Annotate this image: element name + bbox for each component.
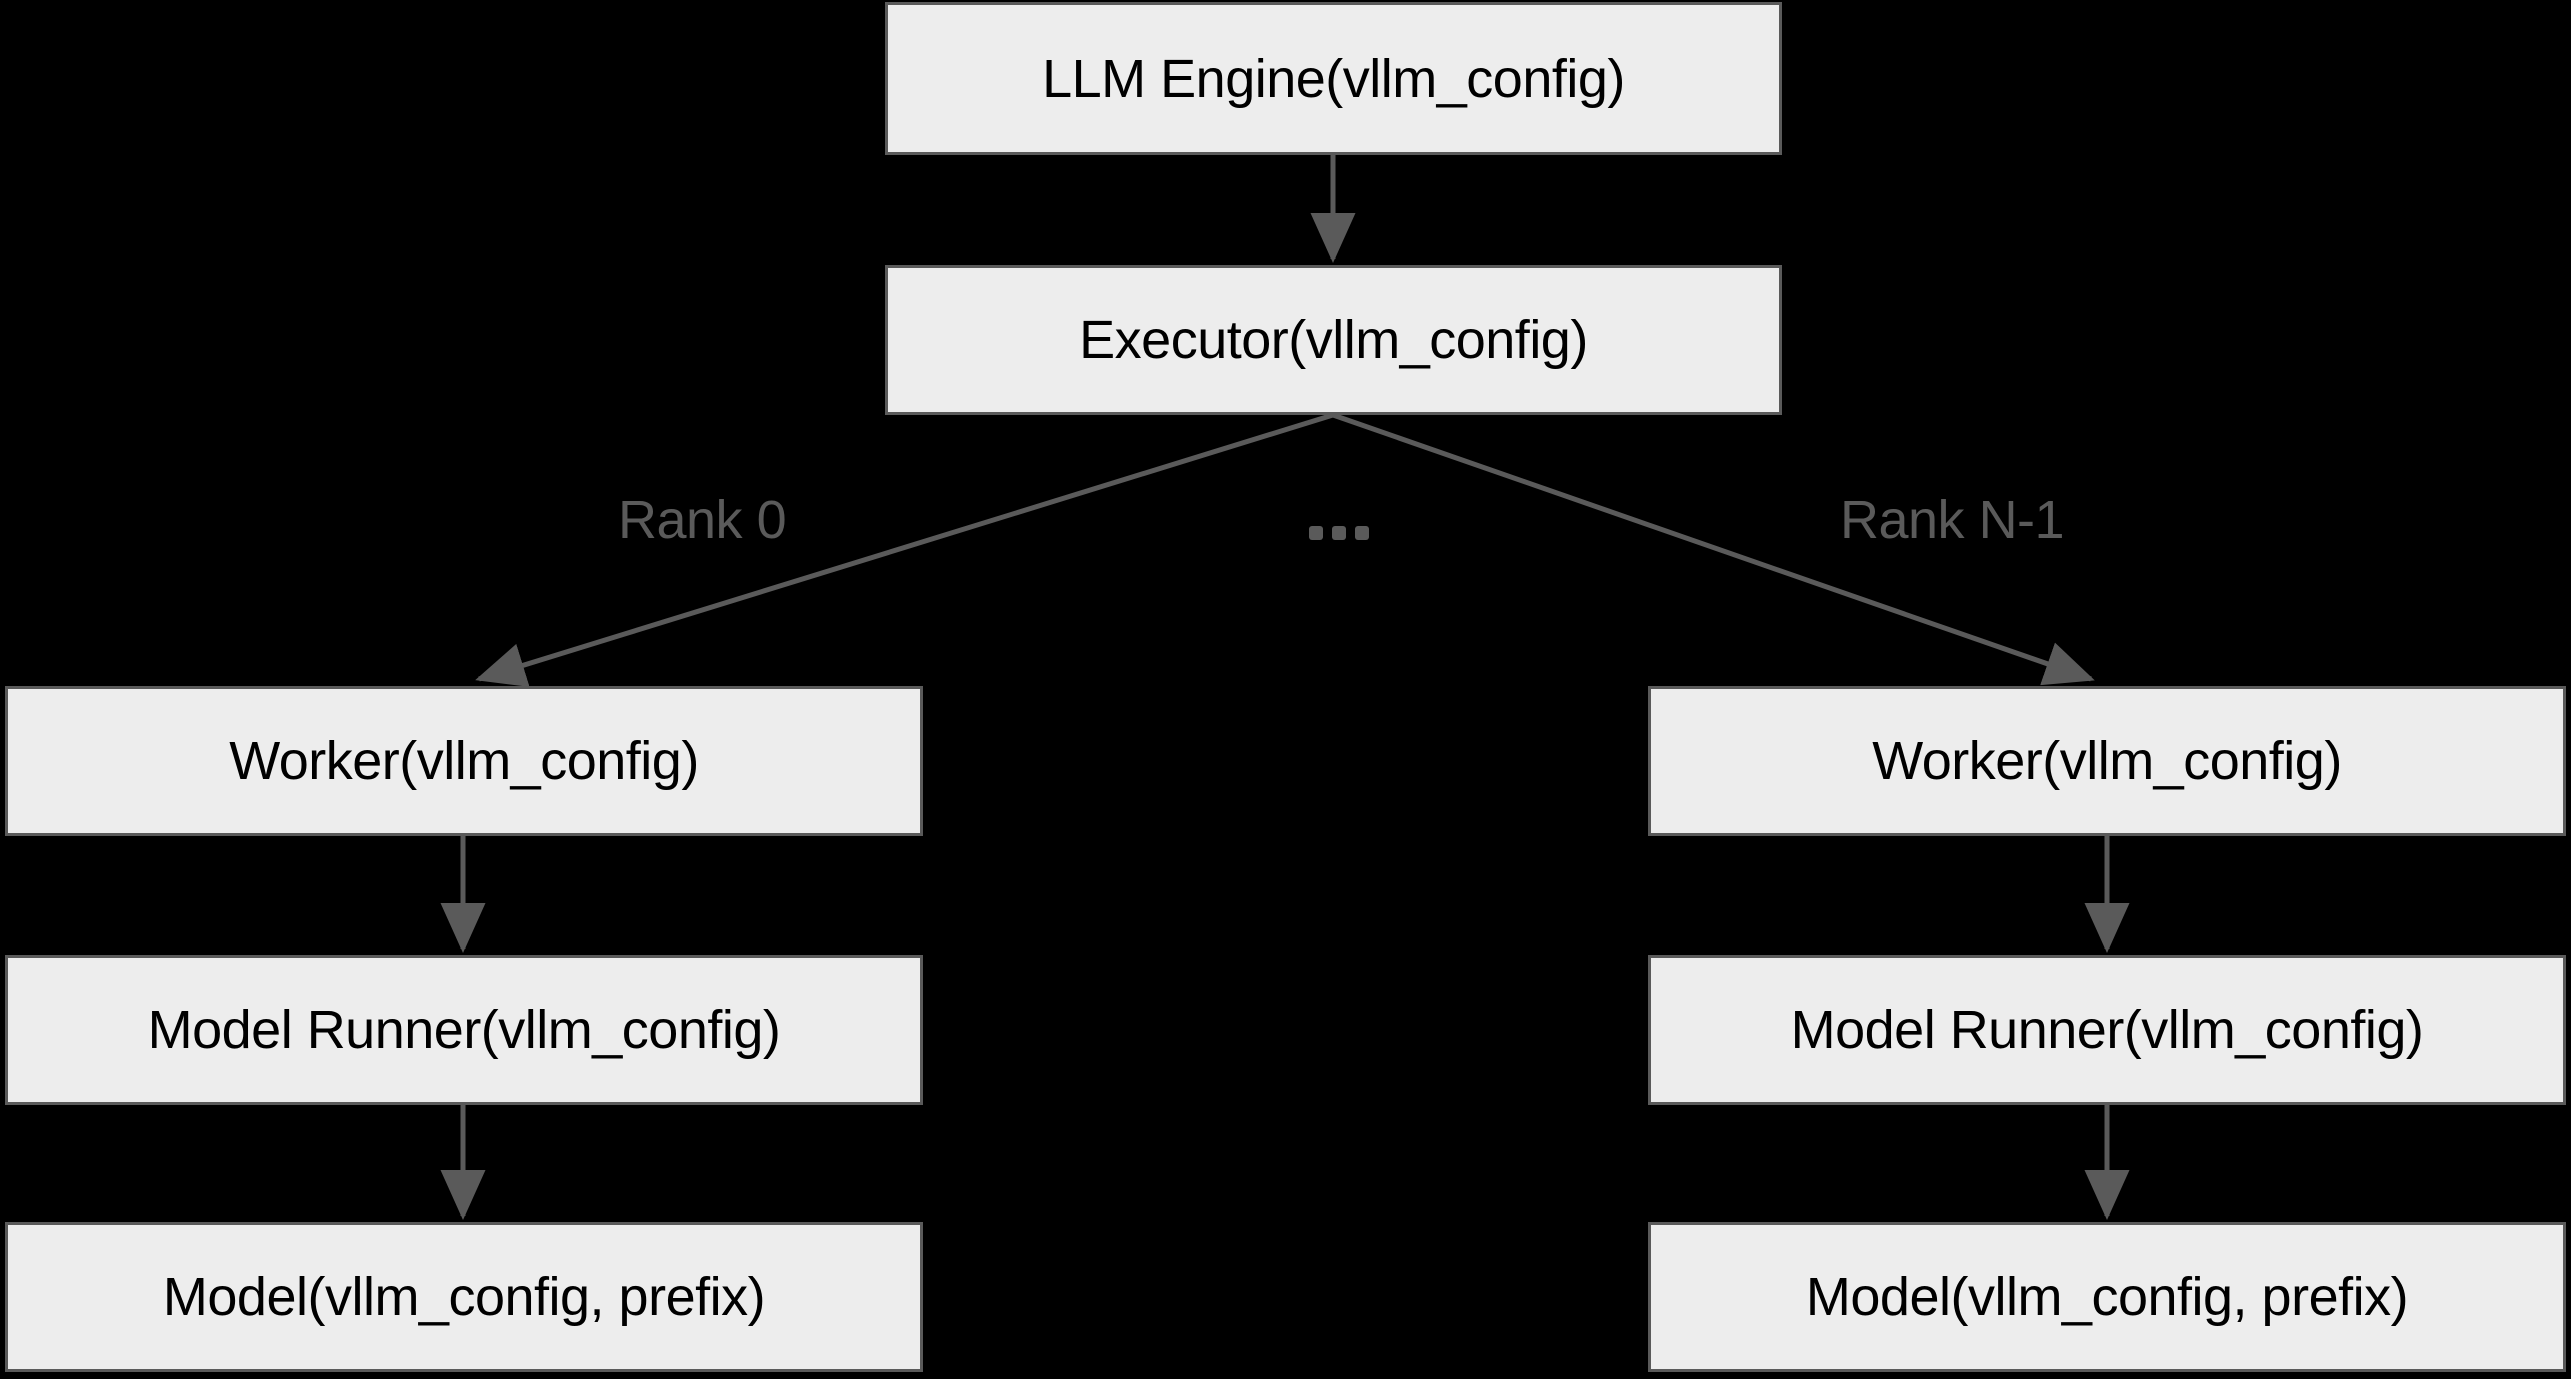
node-worker-rankn[interactable]: Worker(vllm_config)	[1648, 686, 2566, 836]
node-worker-rank0[interactable]: Worker(vllm_config)	[5, 686, 923, 836]
ellipsis-dot-3	[1355, 526, 1369, 540]
edge-executor-to-worker-rank0	[475, 412, 1334, 687]
node-model-rankn-label: Model(vllm_config, prefix)	[1805, 1267, 2409, 1327]
edge-label-rank-n-minus-1: Rank N-1	[1840, 490, 2065, 550]
node-worker-rankn-label: Worker(vllm_config)	[1872, 731, 2342, 791]
node-model-rankn[interactable]: Model(vllm_config, prefix)	[1648, 1222, 2566, 1372]
ellipsis-dot-1	[1309, 526, 1323, 540]
node-llm-engine-label: LLM Engine(vllm_config)	[1042, 48, 1625, 109]
node-executor[interactable]: Executor(vllm_config)	[885, 265, 1782, 415]
ellipsis-dot-2	[1332, 526, 1346, 540]
ellipsis-icon	[1309, 526, 1369, 540]
node-llm-engine[interactable]: LLM Engine(vllm_config)	[885, 2, 1782, 155]
node-executor-label: Executor(vllm_config)	[1079, 310, 1588, 370]
node-model-runner-rank0-label: Model Runner(vllm_config)	[147, 1000, 781, 1060]
node-model-rank0[interactable]: Model(vllm_config, prefix)	[5, 1222, 923, 1372]
node-model-runner-rankn-label: Model Runner(vllm_config)	[1790, 1000, 2424, 1060]
node-model-rank0-label: Model(vllm_config, prefix)	[162, 1267, 766, 1327]
node-worker-rank0-label: Worker(vllm_config)	[229, 731, 699, 791]
node-model-runner-rank0[interactable]: Model Runner(vllm_config)	[5, 955, 923, 1105]
node-model-runner-rankn[interactable]: Model Runner(vllm_config)	[1648, 955, 2566, 1105]
edge-label-rank-0: Rank 0	[618, 490, 787, 550]
